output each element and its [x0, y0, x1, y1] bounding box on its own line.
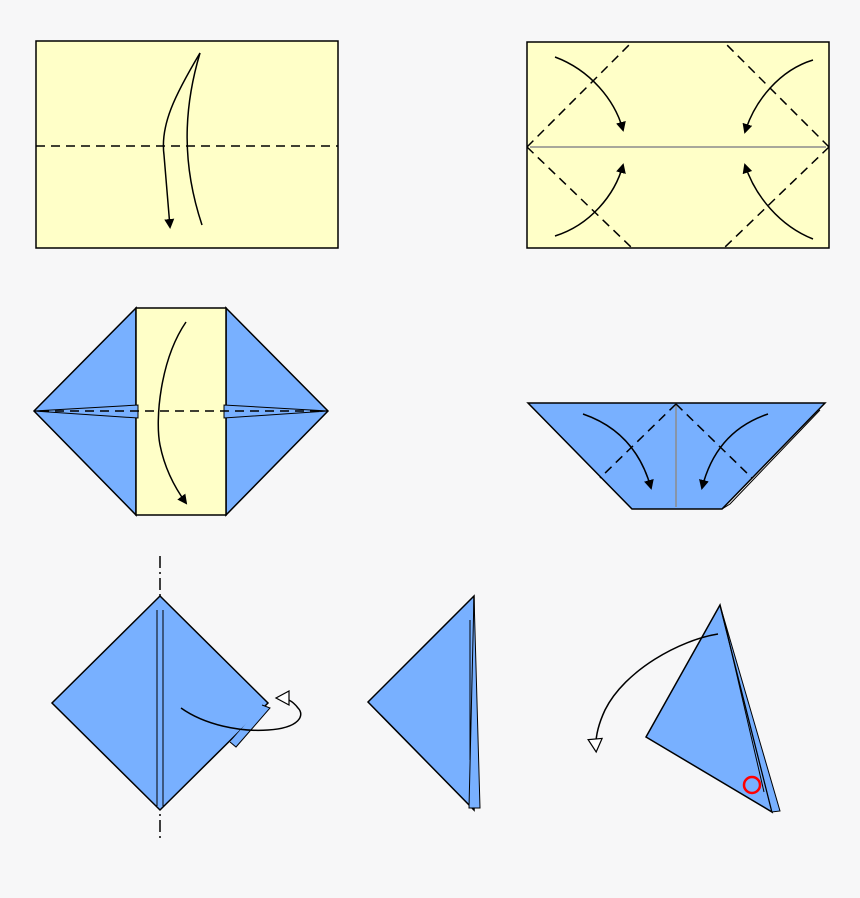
- folded-paper: [50, 594, 270, 812]
- circle-marker: [742, 775, 762, 795]
- valley-fold-lines: [526, 41, 830, 249]
- back-layer-edge: [721, 409, 821, 510]
- turn-over-arrow: [180, 689, 302, 732]
- inner-layer-edge: [725, 627, 765, 793]
- fold-arrow-tail: [186, 52, 203, 226]
- paper-sheet: [526, 41, 830, 249]
- fold-down-arrow: [162, 52, 201, 229]
- center-layers: [156, 610, 164, 806]
- step-6-result-triangle: [366, 594, 481, 812]
- step-1-fold-in-half: [35, 40, 339, 249]
- fold-in-arrows: [554, 56, 814, 240]
- step-4-fold-sides: [526, 402, 827, 510]
- back-layer: [468, 595, 481, 809]
- folded-paper: [366, 594, 475, 812]
- fold-down-arrow: [157, 321, 188, 505]
- step-5-turn-over: [50, 556, 302, 838]
- back-layer-edge: [229, 704, 271, 748]
- step-2-fold-corners: [526, 41, 830, 249]
- fold-in-arrows: [582, 413, 769, 490]
- valley-fold-lines: [599, 403, 753, 479]
- step-3-fold-top-down: [32, 306, 330, 517]
- back-layer: [719, 604, 781, 813]
- step-7-open-flap: [587, 602, 781, 814]
- unfold-arrow: [587, 633, 719, 754]
